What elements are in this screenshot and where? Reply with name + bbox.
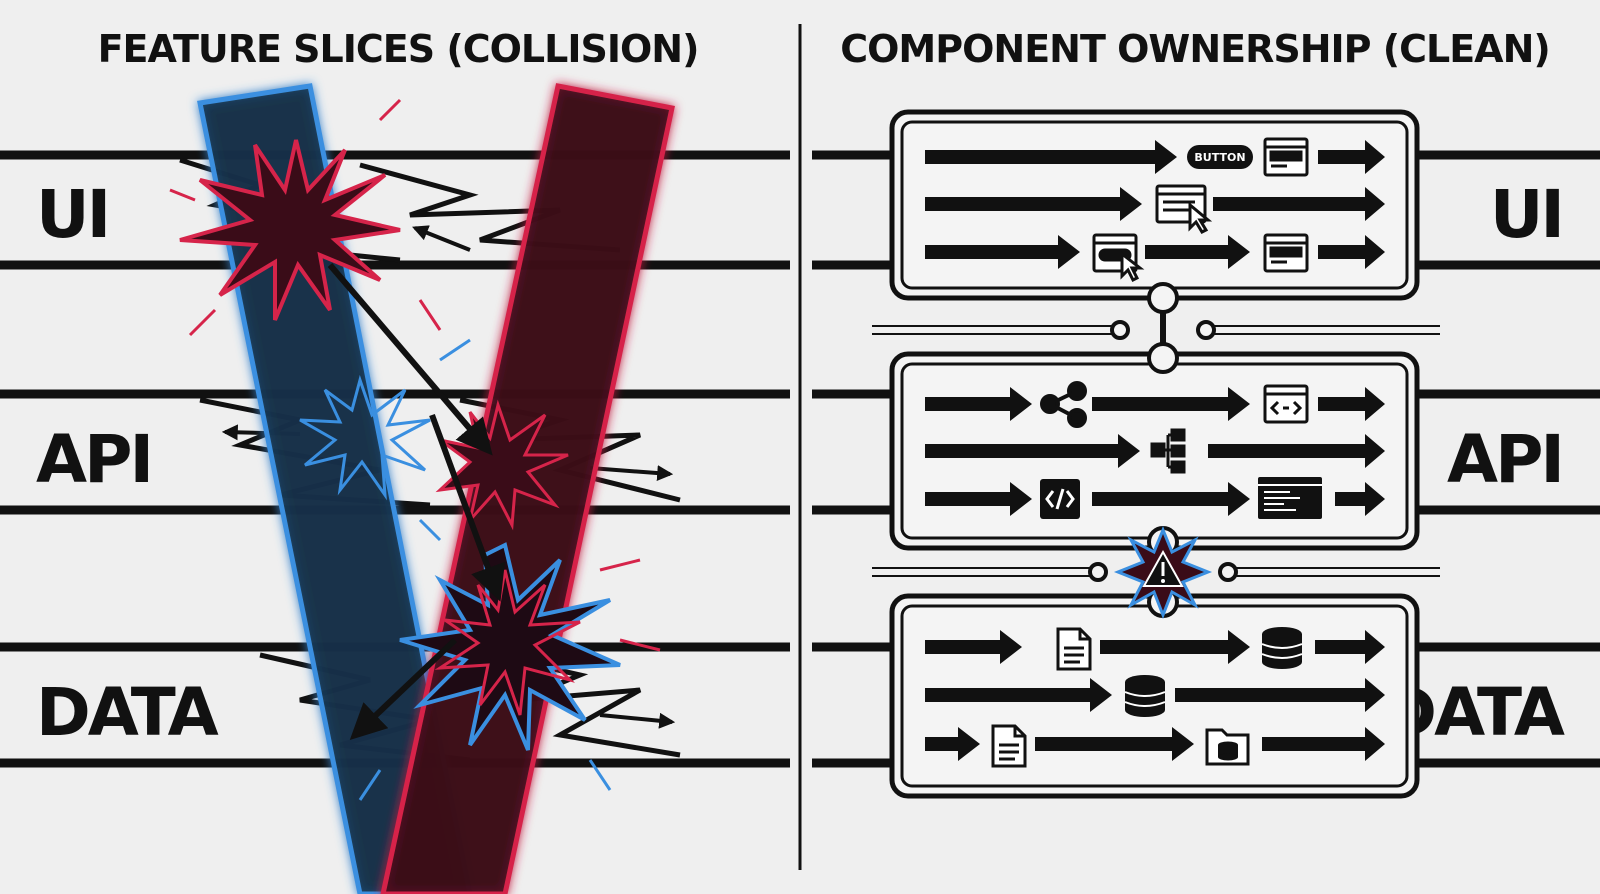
database-icon — [1261, 627, 1303, 669]
share-icon — [1040, 381, 1087, 428]
code-icon — [1040, 479, 1080, 519]
api-flow-arrows — [925, 387, 1385, 516]
collision-burst-ui — [179, 139, 401, 321]
button-chip-label: BUTTON — [1194, 151, 1245, 164]
collision-arrows — [327, 263, 505, 740]
folder-database-icon — [1205, 728, 1250, 766]
ui-flow-arrows — [925, 140, 1385, 269]
button-chip: BUTTON — [1187, 145, 1253, 169]
code-window-icon — [1263, 384, 1309, 424]
left-layer-api: API — [36, 421, 151, 498]
warning-icon — [1113, 526, 1213, 620]
right-layer-ui: UI — [1490, 176, 1562, 253]
collision-burst-data — [399, 542, 621, 751]
data-flow-arrows — [925, 630, 1385, 761]
window-icon-2 — [1263, 233, 1309, 273]
ui-api-connector — [872, 282, 1440, 374]
left-title: FEATURE SLICES (COLLISION) — [98, 27, 699, 71]
left-layer-data: DATA — [36, 674, 219, 751]
window-cursor-icon — [1155, 184, 1213, 234]
window-icon — [1263, 137, 1309, 177]
document-icon — [1056, 627, 1092, 671]
left-layer-ui: UI — [36, 176, 108, 253]
database-icon-2 — [1124, 675, 1166, 717]
right-title: COMPONENT OWNERSHIP (CLEAN) — [840, 27, 1550, 71]
terminal-icon — [1258, 477, 1322, 519]
hierarchy-icon — [1150, 428, 1186, 474]
right-lane-lines — [812, 150, 1600, 768]
right-layer-api: API — [1447, 421, 1562, 498]
toggle-cursor-icon — [1092, 233, 1145, 283]
sparks — [169, 98, 661, 801]
document-icon-2 — [991, 724, 1027, 768]
